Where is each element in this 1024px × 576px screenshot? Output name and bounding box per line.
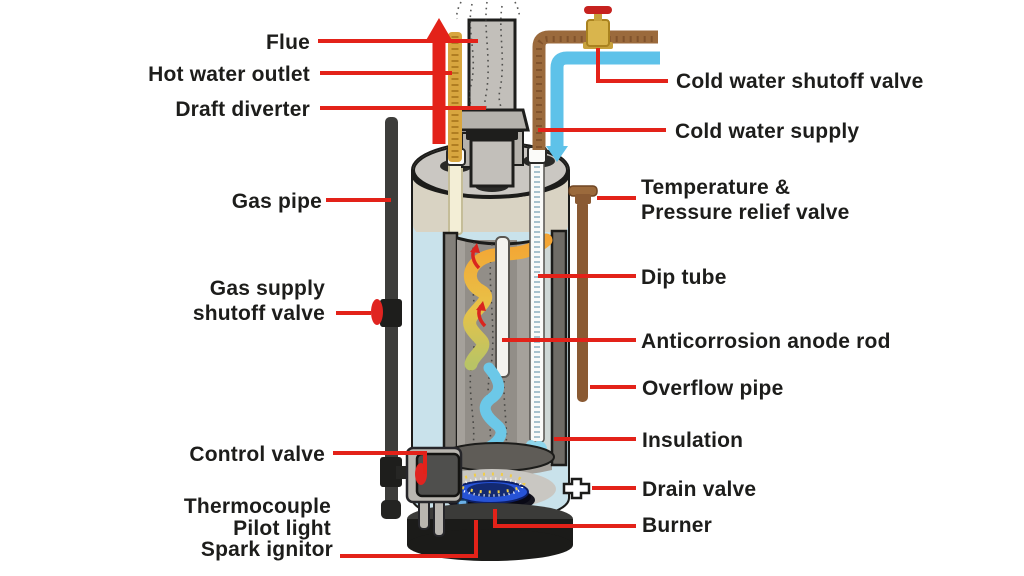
label-insulation: Insulation — [642, 429, 744, 452]
label-pilot-light: Pilot light — [233, 517, 331, 540]
label-gas-pipe: Gas pipe — [231, 190, 322, 213]
label-overflow-pipe: Overflow pipe — [642, 377, 784, 400]
label-draft-diverter: Draft diverter — [175, 98, 310, 121]
temperature-pressure-relief-valve — [568, 185, 598, 402]
cold-water-supply-pipe — [550, 51, 660, 150]
label-hot-water-outlet: Hot water outlet — [148, 63, 310, 86]
label-gas-supply-line2: shutoff valve — [192, 302, 325, 325]
drain-valve — [562, 477, 591, 500]
leader-burner — [493, 509, 636, 528]
label-temp-line2: Pressure relief valve — [641, 201, 850, 224]
exhaust-arrow-icon — [425, 18, 453, 144]
label-burner: Burner — [642, 514, 713, 537]
exhaust-smoke-lines — [455, 1, 521, 115]
heat-flame-ribbon — [463, 233, 553, 371]
label-gas-supply-shutoff-valve: Gas supply shutoff valve — [193, 276, 325, 326]
insulation-wall — [550, 229, 568, 467]
gas-piping — [371, 117, 463, 519]
label-thermocouple: Thermocouple — [183, 495, 331, 518]
cold-water-arrow-icon — [546, 146, 568, 162]
label-anticorrosion-anode-rod: Anticorrosion anode rod — [641, 330, 891, 353]
label-drain-valve: Drain valve — [642, 478, 757, 501]
label-temperature-pressure-relief-valve: Temperature & Pressure relief valve — [641, 175, 850, 225]
label-spark-ignitor: Spark ignitor — [200, 538, 333, 561]
flue-pipe — [467, 18, 517, 113]
leader-lines — [318, 39, 668, 558]
control-valve — [405, 446, 463, 504]
flue-assembly — [454, 1, 530, 188]
label-temp-line1: Temperature & — [641, 176, 791, 199]
gas-supply-shutoff-valve — [371, 299, 383, 325]
label-flue: Flue — [266, 31, 310, 54]
hot-water-outlet-inner-tube — [448, 161, 463, 235]
cold-water-piping — [527, 6, 660, 164]
heat-arrow — [470, 243, 487, 328]
anode-rod — [495, 236, 510, 378]
hot-water-outlet-pipe — [446, 32, 466, 166]
overflow-pipe — [577, 200, 588, 402]
leader-spark-ignitor — [340, 520, 478, 558]
burner — [447, 472, 535, 513]
label-dip-tube: Dip tube — [641, 266, 727, 289]
cold-inlet-pipe — [532, 30, 658, 150]
label-cold-water-shutoff-valve: Cold water shutoff valve — [676, 70, 924, 93]
cold-water-shutoff-valve — [583, 6, 613, 49]
leader-control-valve — [333, 451, 427, 474]
dip-tube — [529, 151, 545, 443]
label-gas-supply-line1: Gas supply — [209, 277, 325, 300]
label-cold-water-supply: Cold water supply — [675, 120, 860, 143]
label-control-valve: Control valve — [189, 443, 325, 466]
leader-cold-water-shutoff — [596, 48, 668, 83]
draft-diverter — [454, 108, 530, 132]
